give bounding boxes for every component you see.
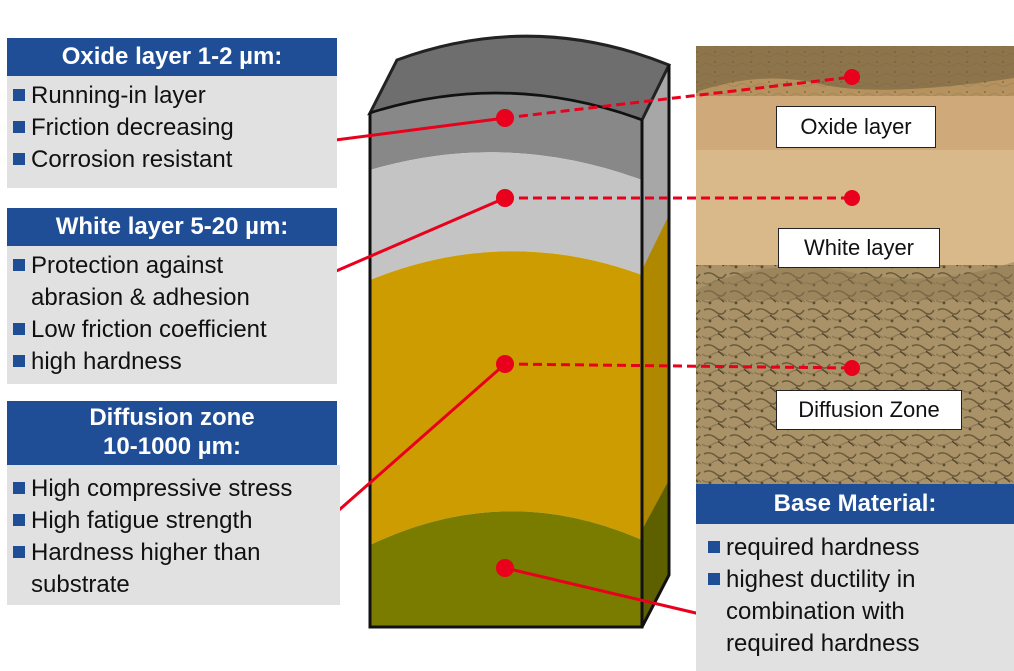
base-material-header: Base Material: [696,484,1014,524]
cylinder-white-layer [370,152,642,280]
diffusion-zone-title-line1: Diffusion zone [89,404,255,432]
list-item-continuation: abrasion & adhesion [31,284,250,311]
layer-cylinder [367,34,672,629]
bullet-icon [13,323,25,335]
white-layer-header: White layer 5-20 µm: [7,208,337,246]
list-item: required hardness [708,532,919,564]
list-item-continuation: substrate [31,571,130,598]
marker-diffusion-cylinder [496,355,514,373]
list-item: Protection against [13,250,223,282]
base-material-box: required hardness highest ductility in c… [696,524,1014,671]
white-layer-box: Protection against abrasion & adhesion L… [7,246,337,384]
diffusion-zone-box: High compressive stress High fatigue str… [7,465,340,605]
list-item: Corrosion resistant [13,144,232,176]
marker-diffusion-micro [844,360,860,376]
bullet-icon [13,514,25,526]
list-item: highest ductility in [708,564,915,596]
connector-diffusion-micro [504,362,853,370]
bullet-icon [13,546,25,558]
bullet-icon [13,482,25,494]
connector-lines [319,75,853,616]
micro-label-diffusion: Diffusion Zone [776,390,962,430]
bullet-icon [13,153,25,165]
oxide-layer-header: Oxide layer 1-2 µm: [7,38,337,76]
bullet-icon [708,573,720,585]
cylinder-diffusion-layer [370,251,642,545]
diffusion-zone-header: Diffusion zone 10-1000 µm: [7,401,337,465]
list-item: Low friction coefficient [13,314,267,346]
micro-label-oxide: Oxide layer [776,106,936,148]
marker-white-cylinder [496,189,514,207]
list-item: high hardness [13,346,182,378]
list-item: Friction decreasing [13,112,234,144]
connector-diffusion-box [321,362,506,527]
bullet-icon [13,89,25,101]
connector-oxide-box [319,116,506,144]
marker-base-cylinder [496,559,514,577]
marker-white-micro [844,190,860,206]
list-item: High fatigue strength [13,505,252,537]
diffusion-zone-title-line2: 10-1000 µm: [103,433,241,460]
connector-base-box [504,566,701,616]
connector-white-box [319,196,506,280]
micro-label-white: White layer [778,228,940,268]
list-item: High compressive stress [13,473,292,505]
cylinder-oxide-layer [370,93,642,180]
connector-oxide-micro [504,75,853,120]
bullet-icon [13,355,25,367]
marker-oxide-micro [844,69,860,85]
oxide-layer-box: Running-in layer Friction decreasing Cor… [7,76,337,188]
list-item-continuation: required hardness [726,630,920,657]
list-item: Running-in layer [13,80,206,112]
bullet-icon [13,259,25,271]
bullet-icon [708,541,720,553]
bullet-icon [13,121,25,133]
list-item-continuation: combination with [726,598,905,625]
list-item: Hardness higher than [13,537,260,569]
marker-oxide-cylinder [496,109,514,127]
